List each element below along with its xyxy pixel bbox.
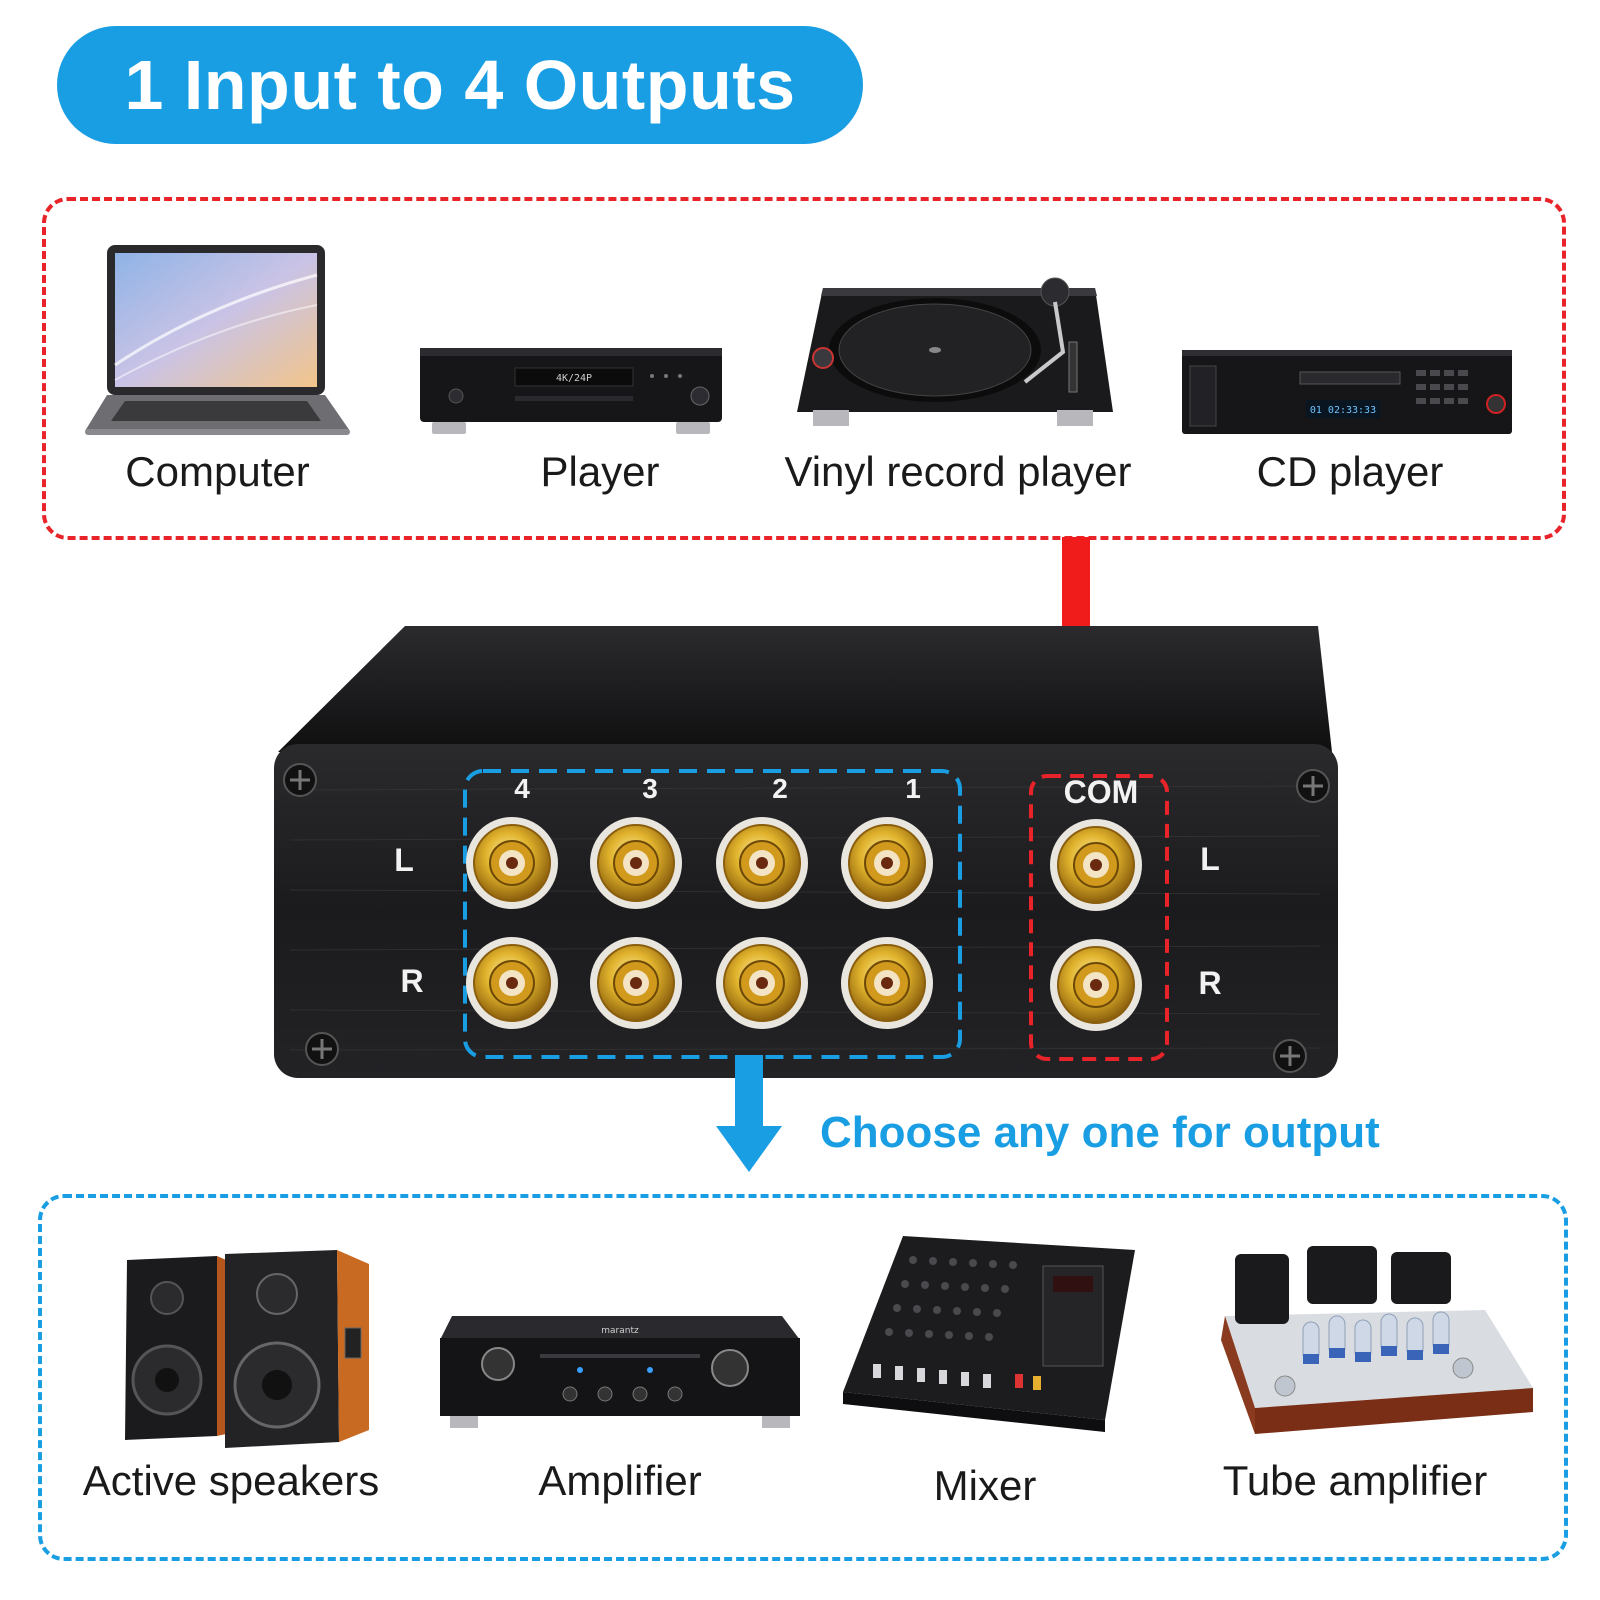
output-number-3: 3 [642,773,658,804]
output-number-1: 1 [905,773,921,804]
cd-display-text: 01 02:33:33 [1310,405,1376,416]
page-title: 1 Input to 4 Outputs [57,26,863,144]
cd-player-icon: 01 02:33:33 [1182,350,1512,434]
tube-amplifier-icon [1221,1246,1533,1434]
com-left-jack[interactable] [1050,819,1142,911]
output-3-left-jack[interactable] [590,817,682,909]
com-right-channel-label: R [1198,965,1221,1001]
source-label-computer: Computer [125,448,310,495]
blue-output-arrow [716,1055,782,1172]
output-1-left-jack[interactable] [841,817,933,909]
amp-brand-text: marantz [601,1326,639,1336]
output-label-speakers: Active speakers [82,1457,380,1504]
output-number-4: 4 [514,773,530,804]
panel-screw [283,763,1330,1073]
switch-diagram: 4 3 2 1 COM L R L R [274,537,1338,1172]
output-2-left-jack[interactable] [716,817,808,909]
com-left-channel-label: L [1200,841,1220,877]
left-channel-label: L [394,842,414,878]
output-number-2: 2 [772,773,788,804]
com-right-jack[interactable] [1050,939,1142,1031]
player-screen-text: 4K/24P [556,373,592,384]
output-2-right-jack[interactable] [716,937,808,1029]
source-devices-box [42,197,1566,540]
output-4-left-jack[interactable] [466,817,558,909]
output-jacks-outline [463,769,962,1059]
output-label-mixer: Mixer [933,1462,1037,1509]
output-3-right-jack[interactable] [590,937,682,1029]
right-channel-label: R [400,963,423,999]
output-devices-box [38,1194,1568,1561]
mixer-icon [843,1236,1135,1432]
source-label-cd: CD player [1256,448,1444,495]
source-label-vinyl: Vinyl record player [784,448,1132,495]
disc-player-icon: 4K/24P [420,348,722,434]
source-label-player: Player [540,448,660,495]
com-label: COM [1064,774,1139,810]
choose-output-label: Choose any one for output [820,1108,1380,1157]
amplifier-icon: marantz [440,1316,800,1428]
output-label-tube-amplifier: Tube amplifier [1222,1457,1488,1504]
output-label-amplifier: Amplifier [538,1457,702,1504]
laptop-icon [85,245,350,435]
turntable-icon [797,277,1113,426]
speakers-icon [125,1250,369,1448]
output-4-right-jack[interactable] [466,937,558,1029]
output-1-right-jack[interactable] [841,937,933,1029]
com-jacks-outline [1029,774,1169,1061]
